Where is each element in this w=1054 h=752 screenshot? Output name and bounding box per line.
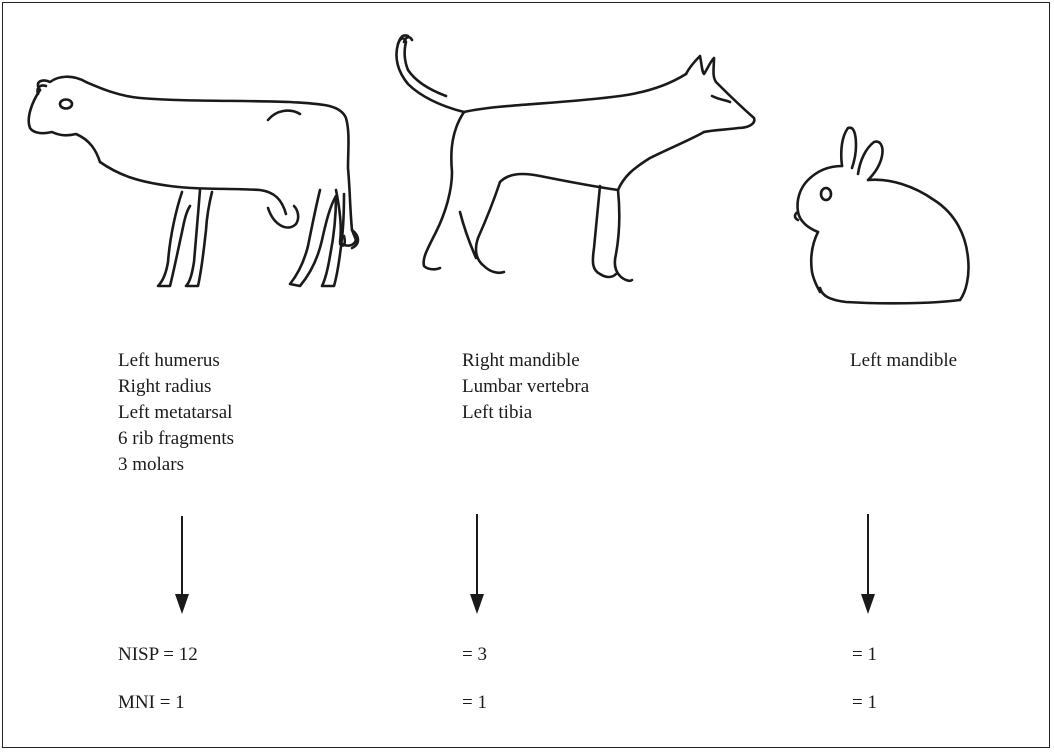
rabbit-nisp: = 1 xyxy=(852,644,877,665)
list-item: Left tibia xyxy=(462,402,533,423)
dog-mni: = 1 xyxy=(462,692,487,713)
list-item: Right mandible xyxy=(462,350,580,371)
arrow-rabbit xyxy=(861,514,875,614)
dog-nisp: = 3 xyxy=(462,644,487,665)
list-item: 3 molars xyxy=(118,454,184,475)
dog-icon xyxy=(395,34,756,283)
list-item: 6 rib fragments xyxy=(118,428,235,449)
arrow-cow xyxy=(175,516,189,614)
list-item: Left metatarsal xyxy=(118,402,233,423)
list-item: Lumbar vertebra xyxy=(462,376,590,397)
list-item: Right radius xyxy=(118,376,212,397)
list-item: Left humerus xyxy=(118,350,220,371)
cow-icon xyxy=(27,75,360,288)
cow-nisp: NISP = 12 xyxy=(118,644,198,665)
rabbit-mni: = 1 xyxy=(852,692,877,713)
list-item: Left mandible xyxy=(850,350,958,371)
rabbit-bone-list: Left mandible xyxy=(850,348,957,374)
rabbit-icon xyxy=(793,126,970,305)
dog-bone-list: Right mandible Lumbar vertebra Left tibi… xyxy=(462,348,589,426)
cow-bone-list: Left humerus Right radius Left metatarsa… xyxy=(118,348,234,478)
cow-mni: MNI = 1 xyxy=(118,692,185,713)
arrow-dog xyxy=(470,514,484,614)
